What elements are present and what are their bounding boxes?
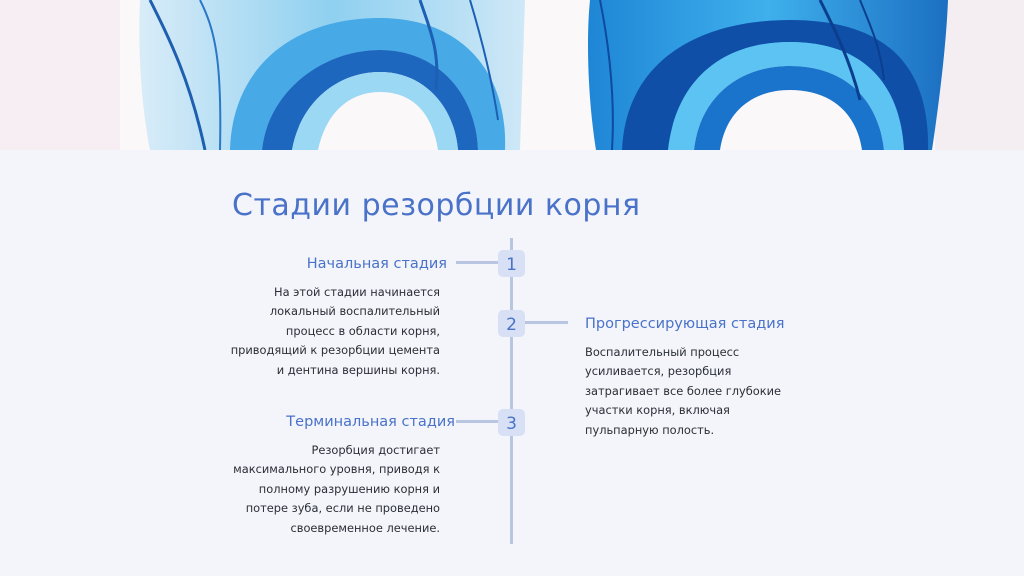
hero-tooth-illustration xyxy=(0,0,1024,150)
stage-description-initial: На этой стадии начинается локальный восп… xyxy=(230,285,440,377)
timeline-connector-3 xyxy=(456,420,501,423)
stage-number-badge-3: 3 xyxy=(498,409,525,436)
stage-title-progressive: Прогрессирующая стадия xyxy=(585,316,785,332)
stage-number-badge-2: 2 xyxy=(498,310,525,337)
timeline-connector-1 xyxy=(456,261,501,264)
tooth-illustration-image xyxy=(0,0,1024,150)
timeline-line xyxy=(510,238,513,544)
stage-description-terminal: Резорбция достигает максимального уровня… xyxy=(233,443,440,535)
stage-description-progressive: Воспалительный процесс усиливается, резо… xyxy=(585,345,782,437)
timeline-connector-2 xyxy=(522,321,568,324)
stage-title-initial: Начальная стадия xyxy=(306,256,447,272)
stage-title-terminal: Терминальная стадия xyxy=(286,414,455,430)
page-title: Стадии резорбции корня xyxy=(232,188,641,223)
stage-number-badge-1: 1 xyxy=(498,250,525,277)
